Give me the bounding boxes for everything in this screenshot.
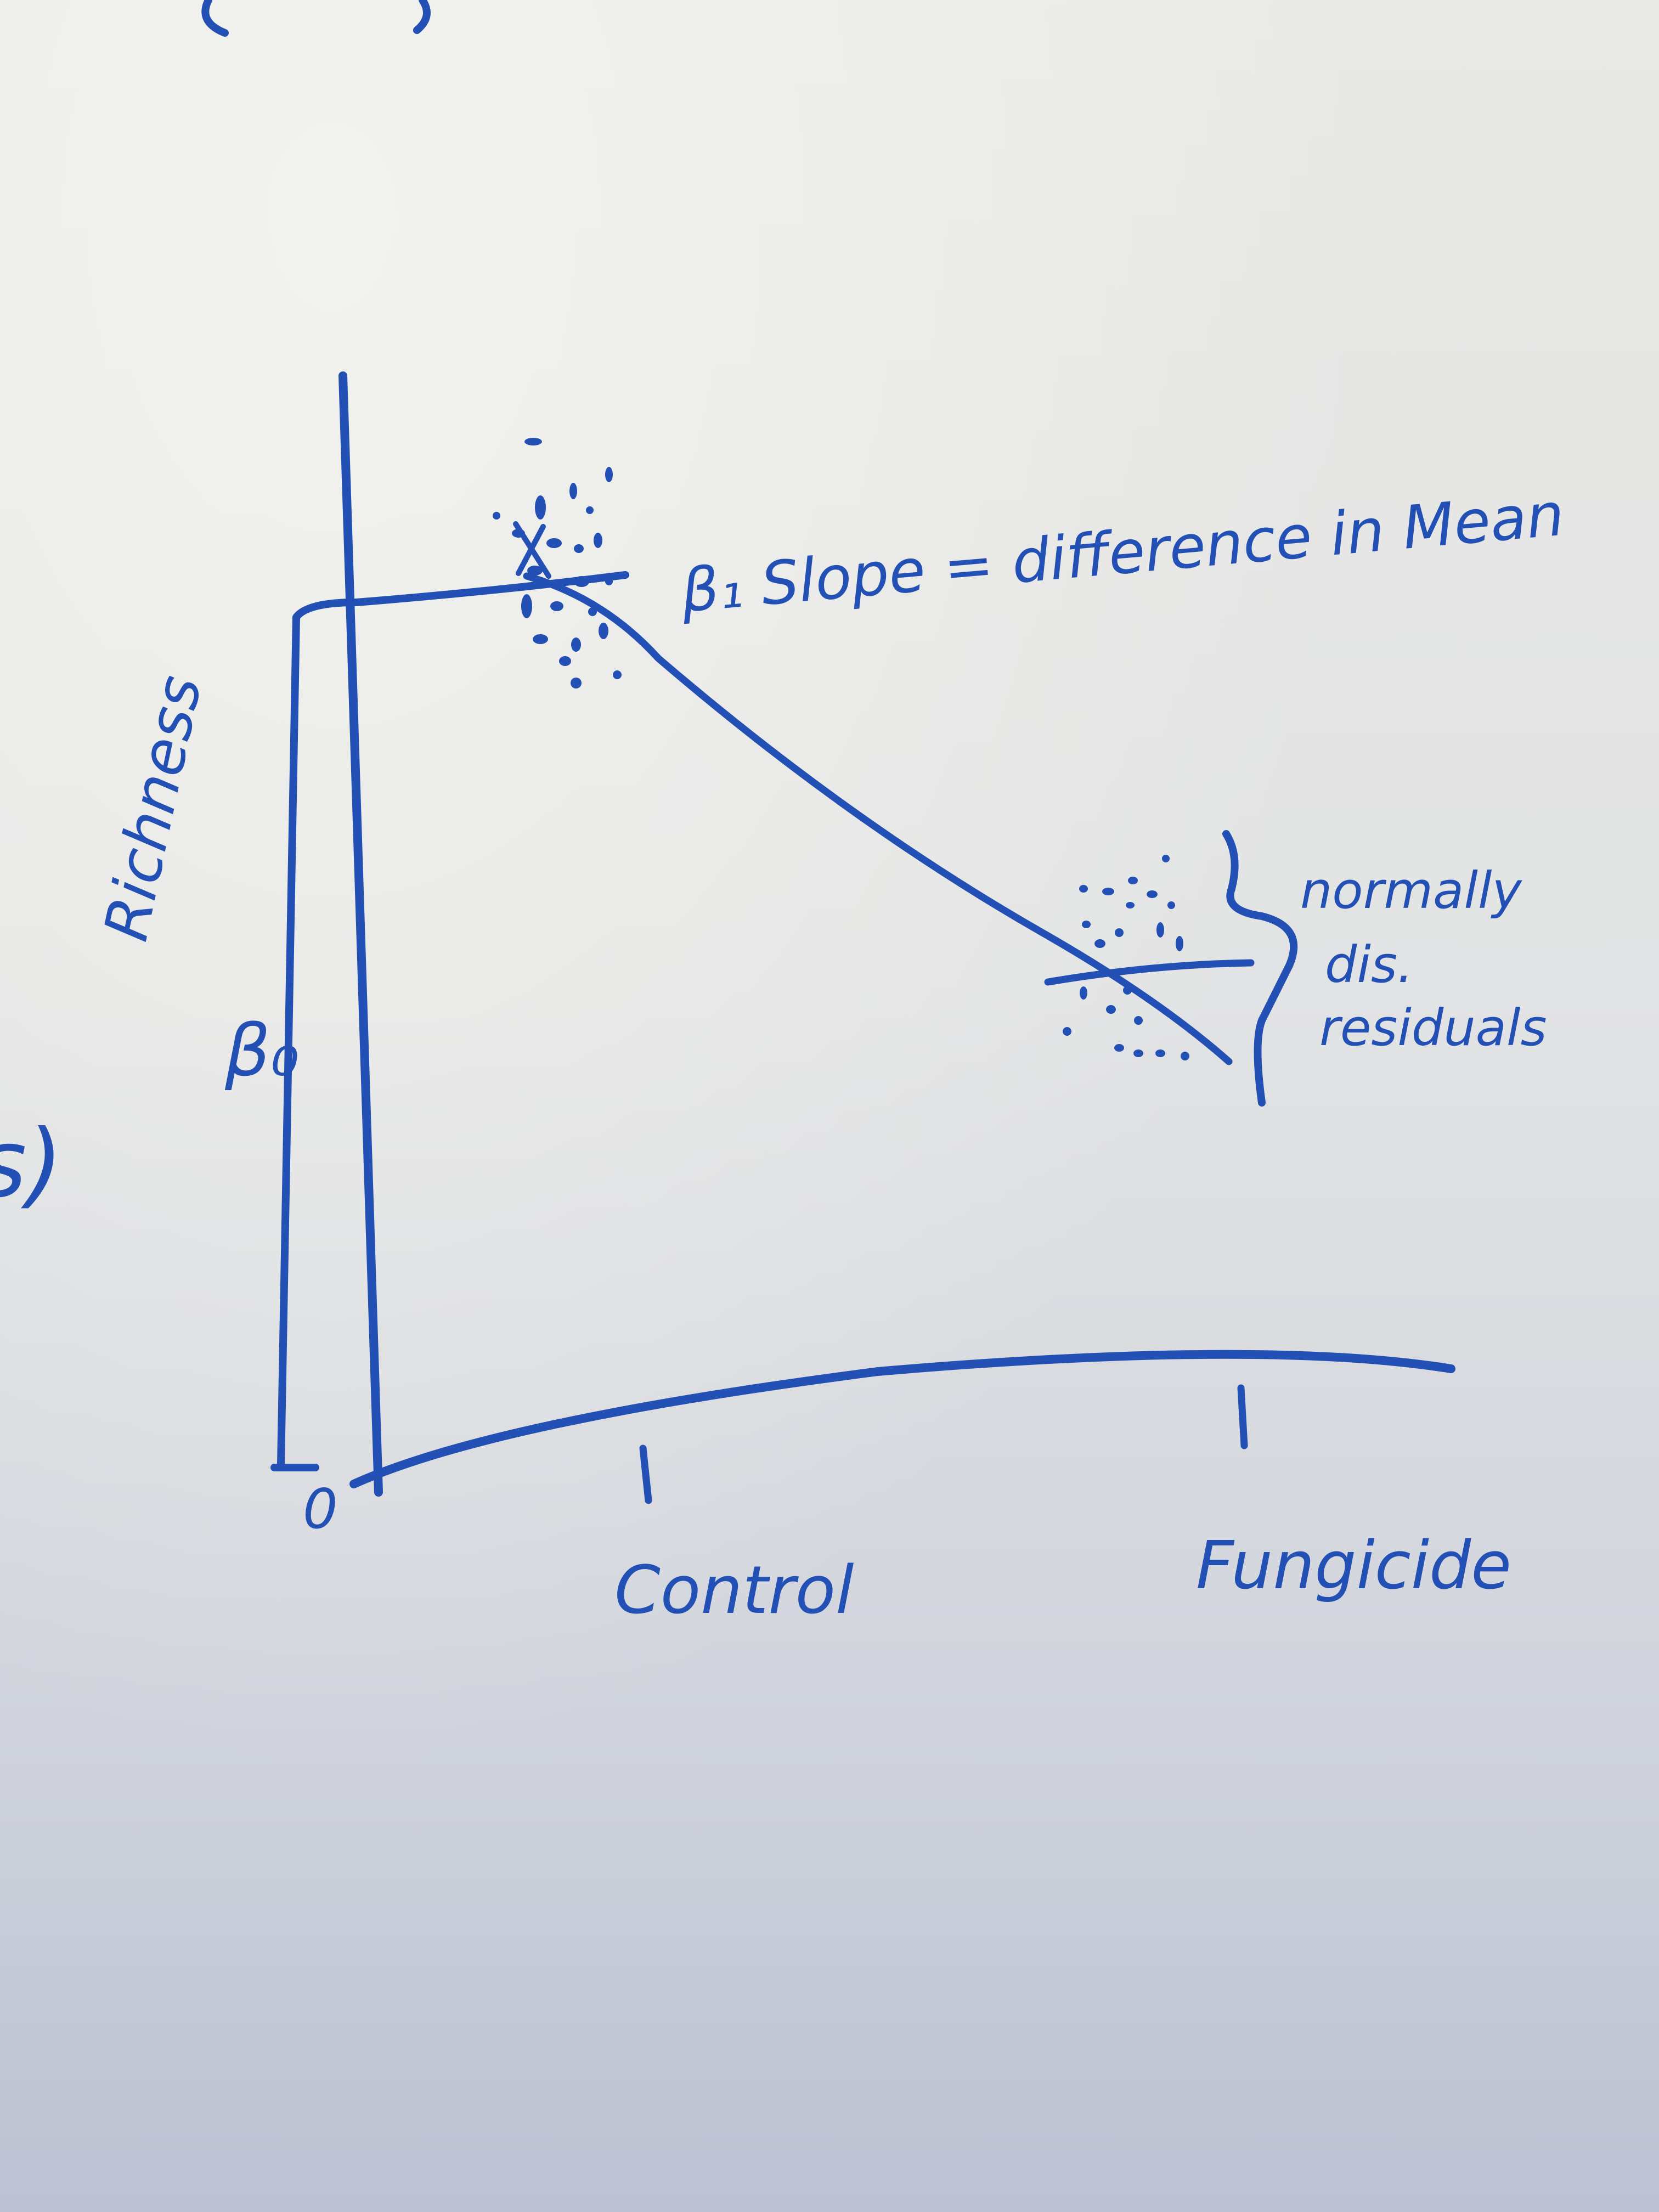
residual-line-2: dis. (1325, 935, 1413, 994)
x-label-fungicide: Fungicide (1196, 1528, 1511, 1604)
residual-brace (1222, 830, 1298, 1107)
control-mean-line (353, 571, 629, 606)
top-scribble (201, 0, 431, 37)
beta0-label: β₀ (224, 1009, 299, 1092)
x-axis (349, 1350, 1455, 1488)
control-points (493, 438, 622, 689)
y-axis (338, 371, 383, 1497)
fungicide-mean-line (1044, 959, 1255, 986)
x-label-control: Control (614, 1553, 854, 1629)
beta0-bracket (270, 599, 360, 1471)
residual-line-1: normally (1300, 861, 1523, 920)
tick-control (639, 1444, 652, 1504)
slope-annotation: β₁ Slope = difference in Mean (678, 481, 1567, 626)
edge-fragment: s) (0, 1110, 63, 1218)
residual-line-3: residuals (1319, 998, 1547, 1057)
slope-line (523, 572, 1233, 1065)
fungicide-points (1063, 855, 1189, 1060)
tick-fungicide (1237, 1384, 1248, 1449)
origin-label: 0 (303, 1477, 338, 1541)
y-axis-label: Richness (91, 669, 215, 946)
